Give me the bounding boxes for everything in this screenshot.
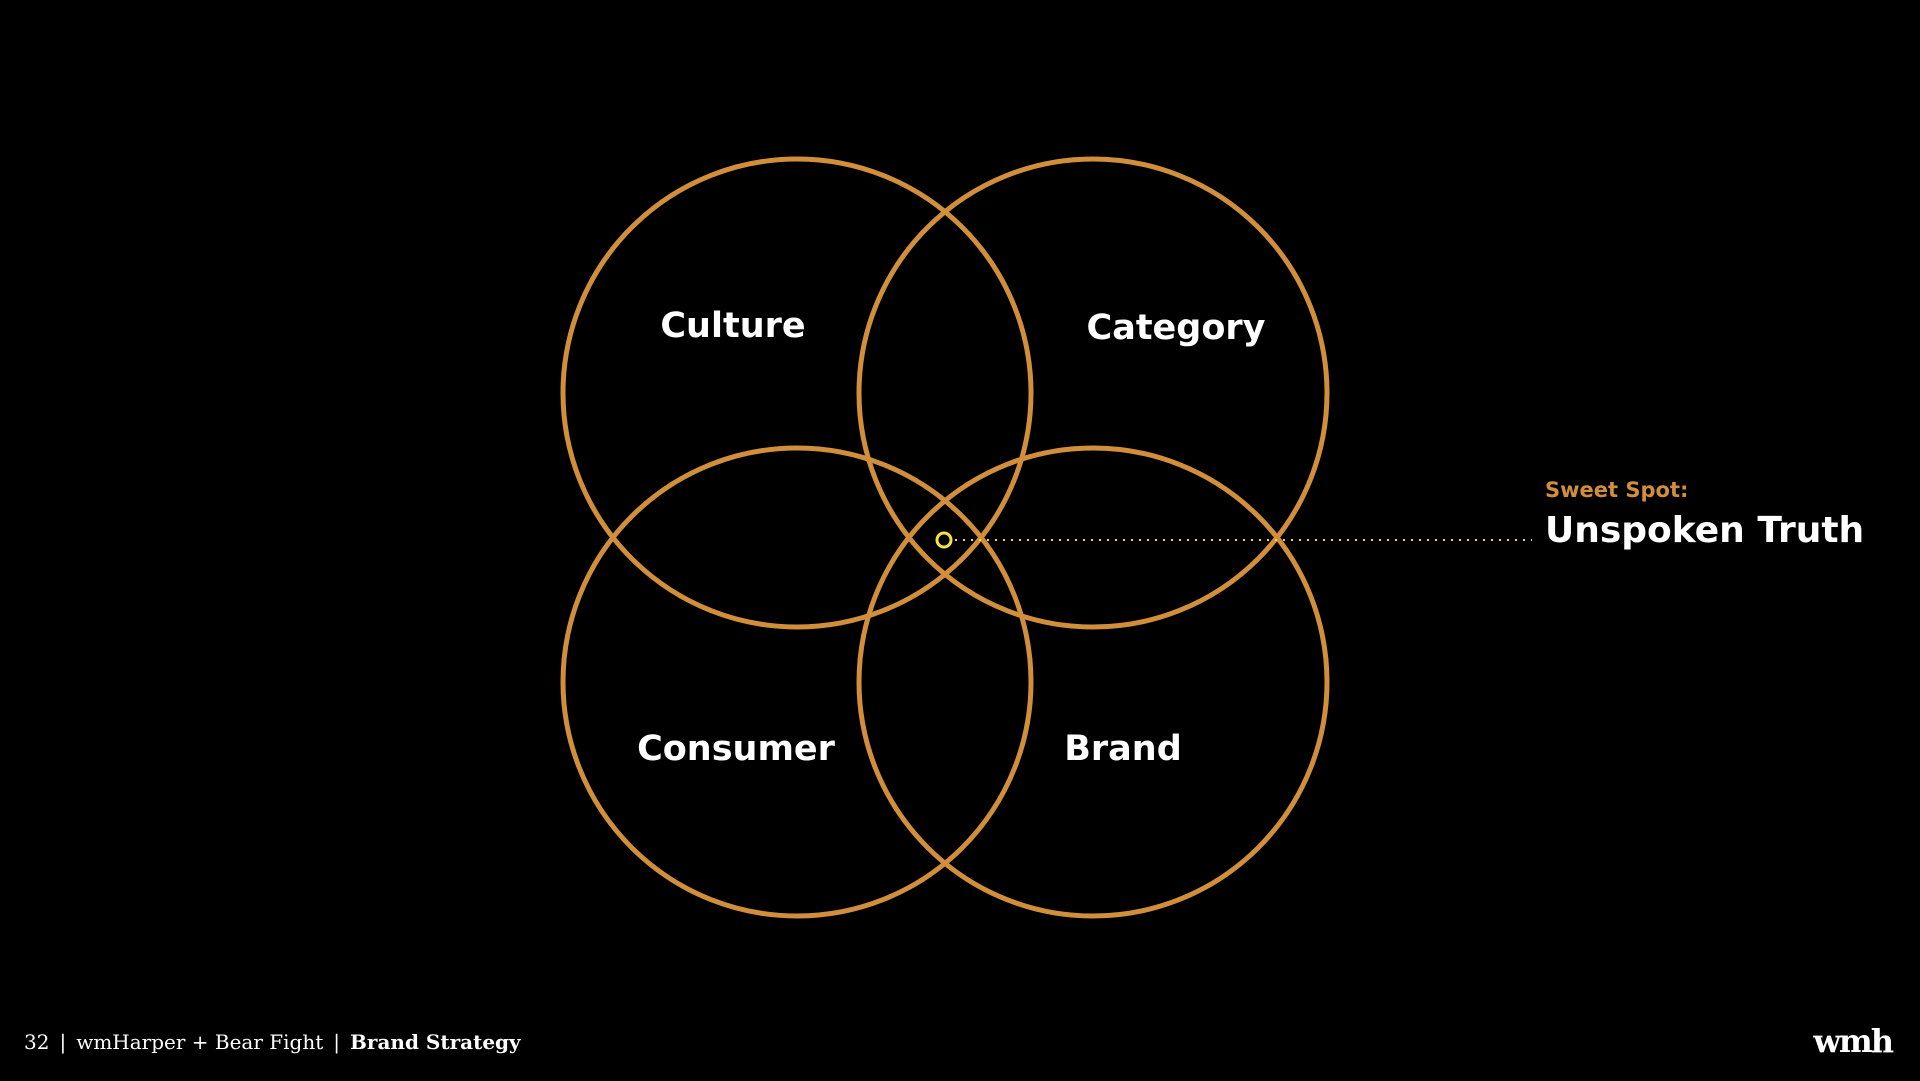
circle-consumer (560, 445, 1034, 919)
wmh-logo: wmh (1813, 1022, 1894, 1060)
circle-category (856, 156, 1330, 630)
circle-brand (856, 445, 1330, 919)
circle-culture (560, 156, 1034, 630)
circle-category-label: Category (1087, 308, 1266, 348)
page-number: 32 (24, 1030, 50, 1054)
footer-separator: | (333, 1030, 341, 1054)
circle-consumer-label: Consumer (637, 729, 836, 769)
footer-separator: | (59, 1030, 67, 1054)
sweet-spot-title: Unspoken Truth (1545, 510, 1865, 551)
footer-section: Brand Strategy (350, 1030, 521, 1054)
circle-culture-label: Culture (660, 306, 805, 346)
venn-circles (560, 156, 1330, 919)
circle-brand-label: Brand (1064, 729, 1182, 769)
footer-company: wmHarper + Bear Fight (76, 1030, 324, 1054)
sweet-spot-marker (935, 531, 953, 549)
footer: 32 | wmHarper + Bear Fight | Brand Strategy (24, 1030, 521, 1054)
sweet-spot-callout: Sweet Spot: Unspoken Truth (1545, 478, 1864, 551)
sweet-spot-label: Sweet Spot: (1545, 478, 1689, 502)
